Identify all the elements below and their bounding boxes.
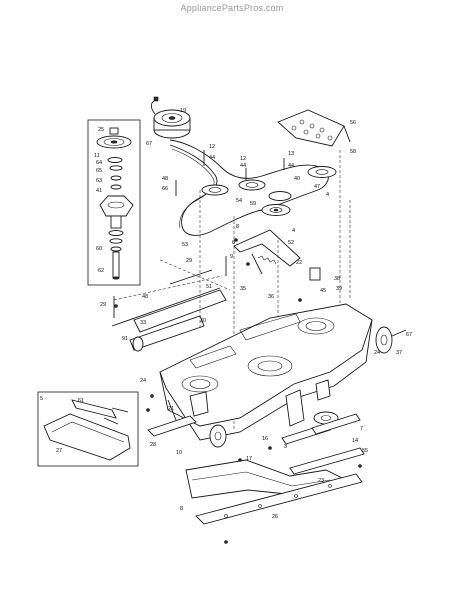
callout: 9 [230,254,233,260]
callout: 8 [236,224,239,230]
callout: 23 [318,478,324,484]
callout: 8 [180,506,183,512]
callout: 27 [56,448,62,454]
callout: 44 [209,155,215,161]
callout: 54 [236,198,242,204]
callout: 63 [96,178,102,184]
cutting-blades [147,413,361,445]
callout: 67 [146,141,152,147]
callout: 62 [98,268,104,274]
deck-baffles [189,379,331,427]
callout: 65 [96,168,102,174]
callout: 48 [162,176,168,182]
callout: 14 [352,438,358,444]
assembly-guide-lines [113,150,351,430]
callout: 53 [182,242,188,248]
callout: 16 [262,436,268,442]
callout: 66 [162,186,168,192]
callout: 22 [296,260,302,266]
callout: 17 [246,456,252,462]
callout: 61 [78,398,84,404]
callout-labels: 19 67 56 58 12 44 12 44 13 66 48 44 40 5… [40,108,412,520]
callout: 41 [96,188,102,194]
callout: 25 [98,127,104,133]
mower-deck-housing [159,303,373,441]
callout: 51 [206,284,212,290]
callout: 38 [334,276,340,282]
callout: 37 [396,350,402,356]
lift-shafts [111,269,227,352]
callout: 7 [360,426,363,432]
callout: 21 [168,406,174,412]
callout: 4 [326,192,329,198]
idler-arm [233,229,321,281]
watermark: AppliancePartsPros.com [180,3,284,13]
callout: 12 [240,156,246,162]
callout: 44 [240,163,246,169]
callout: 91 [122,336,128,342]
callout: 40 [294,176,300,182]
callout: 29 [186,258,192,264]
callout: 39 [336,286,342,292]
callout: 56 [350,120,356,126]
callout: 5 [40,396,43,402]
callout: 44 [288,163,294,169]
mulch-kit-inset [37,391,139,467]
electric-clutch [150,96,191,139]
bolts [113,150,285,318]
callout: 58 [350,149,356,155]
callout: 13 [288,151,294,157]
deck-pulleys [201,166,337,216]
callout: 24 [140,378,146,384]
callout: 12 [209,144,215,150]
callout: 36 [268,294,274,300]
callout: 45 [320,288,326,294]
callout: 47 [314,184,320,190]
spindle-assembly-inset [87,119,141,286]
callout: 59 [250,201,256,207]
idler-bracket [277,109,351,147]
callout: 33 [140,320,146,326]
callout: 11 [94,153,100,159]
callout: 19 [180,108,186,114]
callout: 30 [200,318,206,324]
anti-scalp-wheels [209,326,407,448]
callout: 48 [142,294,148,300]
callout: 35 [240,286,246,292]
callout: 6 [232,240,235,246]
callout: 60 [96,246,102,252]
callout: 26 [272,514,278,520]
side-rail [195,447,365,525]
callout: 28 [150,442,156,448]
callout: 29 [100,302,106,308]
callout: 4 [292,228,295,234]
callout: 52 [288,240,294,246]
callout: 24 [374,350,380,356]
callout: 3 [284,444,287,450]
callout: 64 [96,160,102,166]
hardware-dots [114,238,362,544]
callout: 55 [362,448,368,454]
callout: 10 [176,450,182,456]
callout: 67 [406,332,412,338]
